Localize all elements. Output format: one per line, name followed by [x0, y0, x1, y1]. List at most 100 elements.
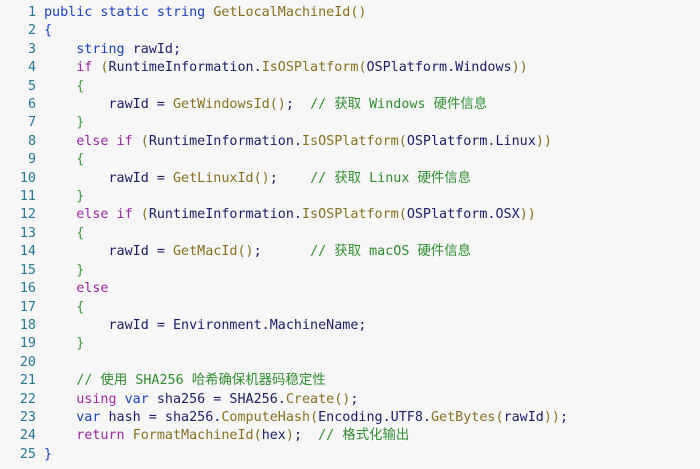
code-token: } — [44, 336, 85, 352]
code-token: () — [334, 391, 351, 407]
code-line: 25} — [0, 446, 568, 464]
line-number: 18 — [19, 317, 36, 333]
line-number: 22 — [19, 391, 36, 407]
code-token: )) — [535, 133, 552, 149]
code-token: ( — [100, 60, 109, 76]
line-number: 25 — [19, 446, 36, 462]
code-token: using — [44, 391, 125, 407]
code-token: rawId — [503, 409, 544, 425]
code-token: ( — [495, 409, 504, 425]
code-token: ( — [398, 133, 407, 149]
line-number: 23 — [19, 409, 36, 425]
code-token: IsOSPlatform — [261, 60, 359, 76]
code-token: ( — [140, 207, 149, 223]
code-line: 14 rawId = GetMacId(); // 获取 macOS 硬件信息 — [0, 243, 568, 261]
code-token: } — [44, 115, 85, 131]
code-token: // 格式化输出 — [318, 428, 410, 444]
code-token: { — [44, 23, 53, 39]
code-token: ( — [358, 60, 367, 76]
code-token: var — [44, 409, 109, 425]
code-token: } — [44, 189, 85, 205]
code-token: rawId = — [44, 170, 173, 186]
code-token: { — [44, 299, 85, 315]
code-token: GetLocalMachineId — [213, 5, 351, 20]
code-token: )) — [543, 409, 560, 425]
line-number: 2 — [27, 23, 36, 39]
code-token: ( — [253, 428, 262, 444]
line-number: 21 — [19, 373, 36, 389]
code-token: hash = sha256. — [108, 409, 222, 425]
code-token: } — [44, 446, 53, 462]
code-token: OSPlatform.OSX — [406, 207, 520, 223]
line-number: 1 — [27, 5, 36, 20]
code-token: ( — [310, 409, 319, 425]
code-token: GetWindowsId — [173, 97, 270, 113]
code-line: 4 if (RuntimeInformation.IsOSPlatform(OS… — [0, 59, 568, 77]
code-line: 23 var hash = sha256.ComputeHash(Encodin… — [0, 409, 568, 427]
code-token: // 获取 macOS 硬件信息 — [310, 244, 472, 260]
line-number: 10 — [19, 170, 36, 186]
code-token: Create — [285, 391, 335, 407]
code-token: OSPlatform.Windows — [366, 60, 512, 76]
code-line: 5 { — [0, 78, 568, 96]
code-token: ComputeHash — [221, 409, 311, 425]
code-token: IsOSPlatform — [302, 133, 399, 149]
line-number: 8 — [27, 133, 36, 149]
code-token: rawId = — [44, 97, 173, 113]
code-token: public static string — [44, 5, 214, 20]
code-line: 24 return FormatMachineId(hex); // 格式化输出 — [0, 427, 568, 445]
code-token: ; — [293, 428, 319, 444]
line-number: 14 — [19, 244, 36, 260]
code-token: sha256 = SHA256. — [156, 391, 286, 407]
line-number: 13 — [19, 225, 36, 241]
code-token: ; — [560, 409, 569, 425]
code-token: ) — [285, 428, 294, 444]
code-token: () — [350, 5, 367, 20]
code-token: () — [237, 244, 254, 260]
code-line: 8 else if (RuntimeInformation.IsOSPlatfo… — [0, 133, 568, 151]
code-line: 21 // 使用 SHA256 哈希确保机器码稳定性 — [0, 372, 568, 390]
code-token: ; — [350, 391, 359, 407]
line-number: 24 — [19, 428, 36, 444]
line-number: 11 — [19, 189, 36, 205]
code-line: 9 { — [0, 151, 568, 169]
code-line: 10 rawId = GetLinuxId(); // 获取 Linux 硬件信… — [0, 170, 568, 188]
code-line: 13 { — [0, 225, 568, 243]
code-token: RuntimeInformation. — [108, 60, 262, 76]
code-token: OSPlatform.Linux — [406, 133, 536, 149]
code-token: else — [44, 281, 109, 297]
code-token: )) — [511, 60, 528, 76]
code-line: 20 — [0, 354, 568, 372]
code-token: () — [253, 170, 270, 186]
line-number: 15 — [19, 262, 36, 278]
line-number: 20 — [19, 354, 36, 370]
code-token: // 获取 Windows 硬件信息 — [310, 97, 488, 113]
code-line: 3 string rawId; — [0, 41, 568, 59]
line-number: 17 — [19, 299, 36, 315]
code-token: rawId = Environment.MachineName; — [44, 317, 367, 333]
line-number: 5 — [27, 78, 36, 94]
code-line: 22 using var sha256 = SHA256.Create(); — [0, 391, 568, 409]
code-token: FormatMachineId — [132, 428, 254, 444]
code-token: ; — [285, 97, 311, 113]
code-token: ; — [253, 244, 311, 260]
code-token: ; — [269, 170, 311, 186]
code-token: else if — [44, 207, 141, 223]
code-token: GetBytes — [431, 409, 496, 425]
code-line: 17 { — [0, 299, 568, 317]
code-token: RuntimeInformation. — [148, 207, 302, 223]
code-token: rawId = — [44, 244, 173, 260]
code-line: 16 else — [0, 280, 568, 298]
code-line: 19 } — [0, 335, 568, 353]
code-token: if — [44, 60, 101, 76]
code-line: 7 } — [0, 114, 568, 132]
code-token: // 使用 SHA256 哈希确保机器码稳定性 — [44, 373, 326, 389]
code-token: { — [44, 225, 85, 241]
code-line: 18 rawId = Environment.MachineName; — [0, 317, 568, 335]
line-number: 4 — [27, 60, 36, 76]
code-token: RuntimeInformation. — [148, 133, 302, 149]
code-line: 15 } — [0, 262, 568, 280]
line-number: 16 — [19, 281, 36, 297]
code-token: var — [124, 391, 157, 407]
